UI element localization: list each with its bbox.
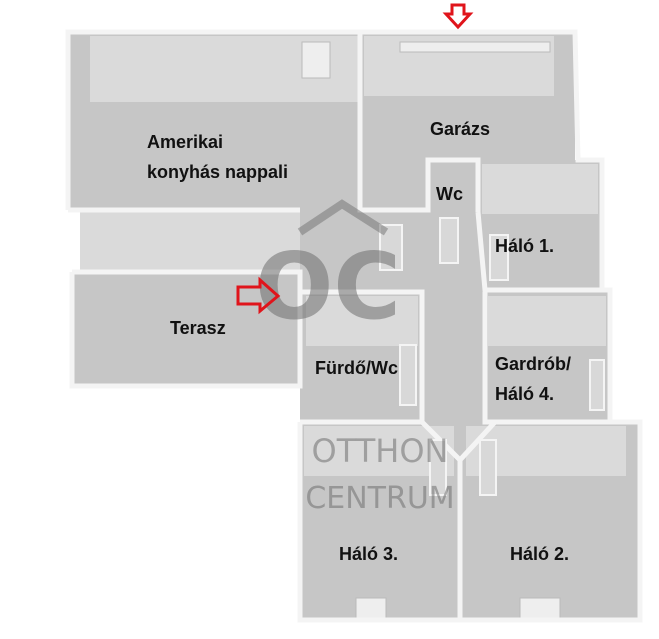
door xyxy=(429,439,447,496)
door xyxy=(379,224,403,271)
door xyxy=(439,217,459,264)
label-bedroom1: Háló 1. xyxy=(495,236,554,256)
windows xyxy=(301,41,561,621)
door xyxy=(479,439,497,496)
label-terrace: Terasz xyxy=(170,318,226,338)
label-wardrobe-1: Gardrób/ xyxy=(495,354,571,374)
door xyxy=(399,344,417,406)
arrow-down-icon xyxy=(442,3,474,30)
watermark-logo: OC xyxy=(255,233,401,340)
label-bedroom2: Háló 2. xyxy=(510,544,569,564)
label-bathroom: Fürdő/Wc xyxy=(315,358,398,378)
doors xyxy=(379,217,605,496)
label-garage: Garázs xyxy=(430,119,490,139)
label-bedroom3: Háló 3. xyxy=(339,544,398,564)
floor-terrace xyxy=(72,272,300,384)
label-wardrobe-2: Háló 4. xyxy=(495,384,554,404)
room-labels: Amerikai konyhás nappali Garázs Wc Háló … xyxy=(147,119,571,564)
floor-wc xyxy=(428,160,478,212)
entrance-arrows xyxy=(236,3,474,315)
label-living-2: konyhás nappali xyxy=(147,162,288,182)
wall-faces xyxy=(80,36,626,476)
watermark-line1: OTTHON xyxy=(312,432,449,470)
watermark: OC OTTHON CENTRUM xyxy=(255,199,455,516)
label-wc: Wc xyxy=(436,184,463,204)
watermark-line2: CENTRUM xyxy=(305,481,454,516)
door xyxy=(589,359,605,411)
door xyxy=(489,234,509,281)
arrow-right-icon xyxy=(236,276,281,315)
walls xyxy=(65,29,643,623)
label-living-1: Amerikai xyxy=(147,132,223,152)
